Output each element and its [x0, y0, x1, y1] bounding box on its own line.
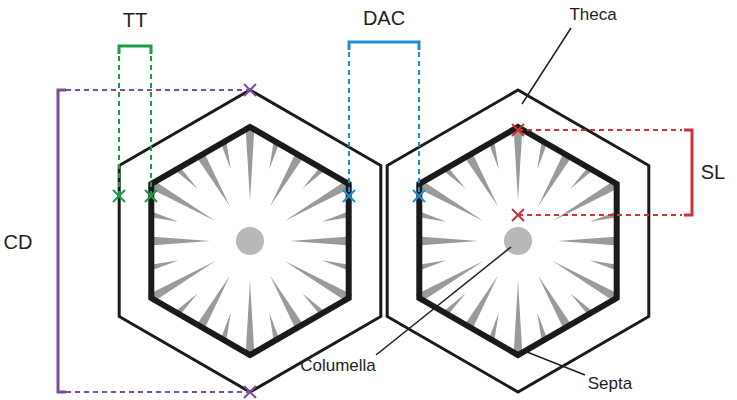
septum — [514, 281, 523, 356]
label-text: DAC — [363, 7, 405, 29]
sl-dimension — [512, 124, 692, 221]
septum — [270, 276, 304, 330]
label-text: CD — [4, 231, 33, 253]
columella-disc — [236, 227, 264, 255]
dimension-label: TT — [123, 9, 147, 31]
septum — [285, 179, 353, 221]
septum — [416, 179, 484, 221]
septum — [464, 152, 498, 206]
label-text: Septa — [588, 375, 632, 394]
corallite-wall — [151, 127, 348, 355]
septum — [150, 237, 210, 246]
septum — [553, 261, 621, 303]
leader-lines — [376, 28, 585, 375]
part-label: Columella — [300, 357, 376, 376]
label-text: Columella — [300, 357, 376, 376]
septum — [246, 281, 255, 356]
septum — [246, 126, 255, 201]
septum — [464, 276, 498, 330]
dimension-label: SL — [701, 161, 725, 183]
septum — [538, 152, 572, 206]
septa-group — [148, 126, 620, 357]
septum — [418, 237, 478, 246]
cd-dimension — [58, 84, 256, 398]
septum — [148, 261, 216, 303]
part-label: Theca — [569, 6, 616, 25]
septum — [538, 276, 572, 330]
label-text: SL — [701, 161, 725, 183]
septum — [290, 237, 350, 246]
dac-dimension — [343, 42, 425, 202]
part-label: Septa — [588, 375, 632, 394]
label-text: TT — [123, 9, 147, 31]
septum — [148, 179, 216, 221]
theca-outline — [387, 90, 649, 392]
dimension-label: DAC — [363, 7, 405, 29]
septum — [558, 237, 618, 246]
septum — [514, 126, 523, 201]
dimension-label: CD — [4, 231, 33, 253]
septum — [270, 152, 304, 206]
theca-outline — [119, 90, 381, 392]
label-text: Theca — [569, 6, 616, 25]
columella-disc — [504, 227, 532, 255]
corallite-wall — [419, 127, 616, 355]
tt-dimension — [113, 46, 157, 202]
septum — [285, 261, 353, 303]
septum — [196, 276, 230, 330]
septum — [196, 152, 230, 206]
